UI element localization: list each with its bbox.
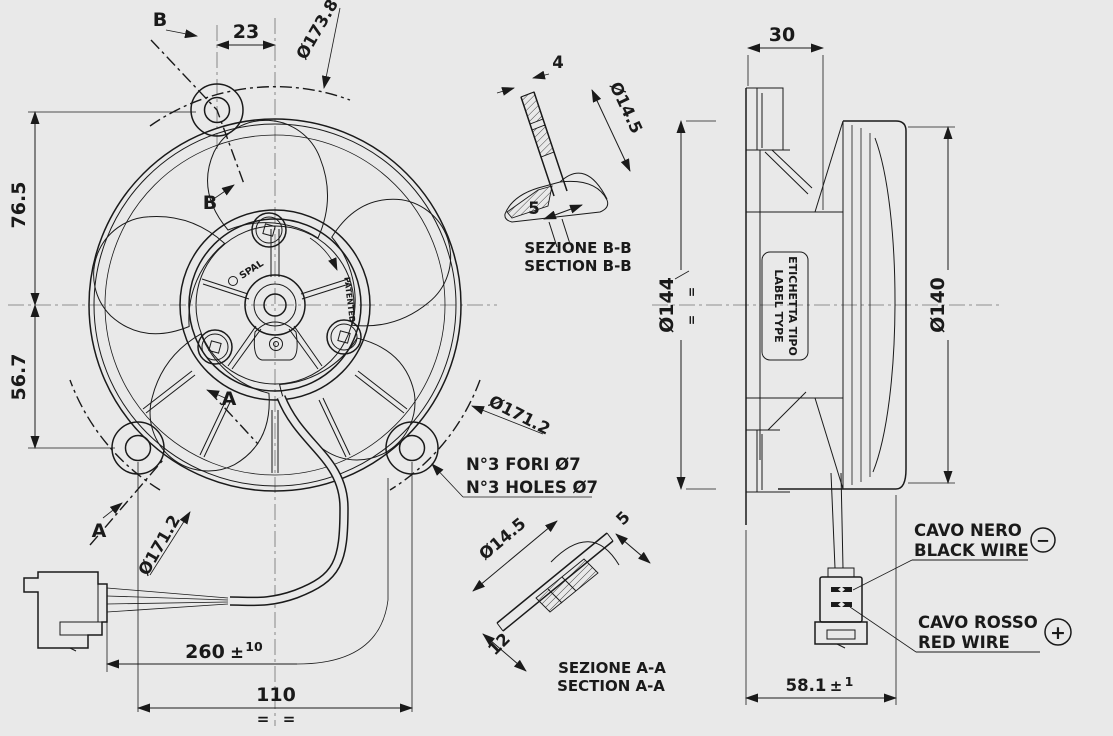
wire-harness-front <box>23 395 349 652</box>
dim-58-1-pm: ± <box>830 677 843 695</box>
dim-56-7: 56.7 <box>8 354 30 401</box>
connector-side <box>814 576 868 649</box>
mounting-tab-top <box>190 83 244 137</box>
section-markers: B B A A <box>89 9 259 546</box>
hub-pod <box>253 321 298 361</box>
dim-dia-173-8: Ø173.8 <box>292 0 342 63</box>
fan-side-view: ETICHETTA TIPO LABEL TYPE <box>745 87 907 649</box>
note-holes-en: N°3 HOLES Ø7 <box>466 478 598 497</box>
label-plate-text-it: ETICHETTA TIPO <box>786 256 799 356</box>
front-dimensions: 23 Ø173.8 76.5 56.7 Ø171.2 Ø171.2 N°3 FO… <box>8 0 598 728</box>
dia-144-eq-upper: = <box>684 287 699 297</box>
section-label-a-inner: A <box>222 388 237 410</box>
dim-23: 23 <box>233 21 259 43</box>
dim-260-tol: 10 <box>245 639 263 654</box>
label-plate <box>761 251 809 361</box>
dim-30: 30 <box>769 24 795 46</box>
hub-spokes <box>201 229 350 370</box>
dim-76-5: 76.5 <box>8 182 30 229</box>
section-aa-detail: Ø14.5 5 12 SEZIONE A-A SECTION A-A <box>472 507 666 695</box>
wiring-labels: CAVO NERO BLACK WIRE − CAVO ROSSO RED WI… <box>849 521 1072 653</box>
section-label-a-lower: A <box>92 520 107 542</box>
dim-110: 110 <box>256 684 296 706</box>
dim-260: 260 <box>185 641 225 663</box>
red-wire-label-it: CAVO ROSSO <box>918 613 1038 632</box>
red-wire-label-en: RED WIRE <box>918 633 1010 652</box>
note-holes-it: N°3 FORI Ø7 <box>466 455 581 474</box>
fan-front-view: SPAL PATENTED <box>23 83 481 652</box>
black-wire-label-en: BLACK WIRE <box>914 541 1029 560</box>
aa-dim-5: 5 <box>612 507 634 529</box>
label-plate-text-en: LABEL TYPE <box>772 269 785 342</box>
dim-dia-171-2-lower: Ø171.2 <box>134 512 184 579</box>
section-aa-title-it: SEZIONE A-A <box>558 659 666 677</box>
aa-dim-12: 12 <box>484 629 514 659</box>
section-bb-title-it: SEZIONE B-B <box>524 239 631 257</box>
plus-sign: + <box>1050 622 1066 644</box>
plus-terminal-icon <box>1044 618 1072 646</box>
hub: SPAL PATENTED <box>179 209 371 401</box>
dia-144-eq-lower: = <box>684 315 699 325</box>
minus-terminal-icon <box>1030 527 1056 553</box>
centerlines <box>8 18 1002 726</box>
shroud-struts <box>142 370 408 473</box>
black-wire-label-it: CAVO NERO <box>914 521 1022 540</box>
section-aa-title-en: SECTION A-A <box>557 677 665 695</box>
connector-front <box>23 571 108 649</box>
dim-260-pm: ± <box>230 643 244 662</box>
dim-110-eq-right: = <box>283 710 296 728</box>
dim-58-1: 58.1 <box>786 676 827 695</box>
minus-sign: − <box>1036 531 1050 550</box>
section-bb-detail: 4 Ø14.5 5 SEZIONE B-B SECTION B-B <box>496 53 646 275</box>
brand-logo-icon <box>228 276 238 286</box>
section-bb-title-en: SECTION B-B <box>524 257 632 275</box>
aa-dim-dia-14-5: Ø14.5 <box>475 514 529 564</box>
hub-screws <box>197 212 362 365</box>
section-label-b-top: B <box>153 9 167 31</box>
hub-patented-text: PATENTED <box>342 276 357 323</box>
dim-110-eq-left: = <box>257 710 270 728</box>
dim-58-1-tol: 1 <box>845 674 854 689</box>
dim-dia-144: Ø144 <box>656 277 678 333</box>
section-label-b-inner: B <box>203 192 217 214</box>
bb-dim-5: 5 <box>528 199 539 218</box>
rotation-arrow-icon <box>309 237 338 271</box>
bb-dim-dia-14-5: Ø14.5 <box>606 79 646 137</box>
bb-dim-4: 4 <box>552 53 563 72</box>
dim-dia-140: Ø140 <box>927 277 949 333</box>
side-dimensions: 30 Ø144 = = Ø140 58.1 ± 1 <box>656 24 955 705</box>
